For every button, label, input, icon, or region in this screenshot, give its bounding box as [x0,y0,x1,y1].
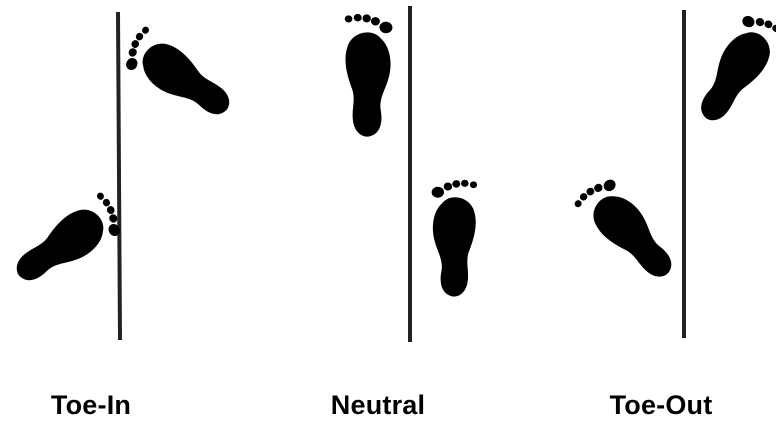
footprint-icon [119,24,243,123]
footprint-icon [335,13,395,139]
panel-toe-out [572,8,776,338]
midline [118,12,120,340]
footprint-icon [430,179,485,298]
caption-toe-out: Toe-Out [610,390,713,421]
footprint-icon [692,8,776,133]
caption-neutral: Neutral [331,390,425,421]
caption-toe-in: Toe-In [51,390,131,421]
panel-neutral [335,6,485,342]
footprint-icon [572,172,681,293]
panel-toe-in [3,12,243,340]
footprint-icon [3,190,127,289]
